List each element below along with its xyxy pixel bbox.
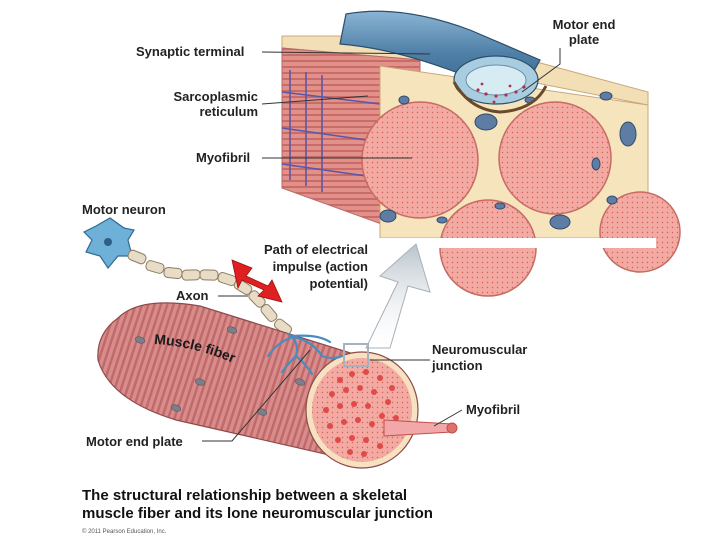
axon-terminal-branches (266, 332, 344, 376)
synaptic-terminal-shape (339, 10, 548, 114)
myofibril-top-label: Myofibril (196, 150, 251, 165)
myofibril-cross-section (361, 101, 479, 219)
copyright-notice: © 2011 Pearson Education, Inc. (82, 529, 167, 535)
axon-label: Axon (176, 288, 209, 303)
leader-lines (202, 48, 561, 442)
motor-neuron-label: Motor neuron (82, 202, 166, 217)
caption-line2: muscle fiber and its lone neuromuscular … (82, 505, 433, 522)
path-label-line2: impulse (action (272, 259, 368, 274)
path-label-line1: Path of electrical (263, 242, 368, 257)
caption-line1: The structural relationship between a sk… (82, 487, 408, 504)
neuromuscular-label-line2: junction (432, 358, 483, 373)
motor-end-plate-top-line2: plate (568, 32, 600, 47)
sarcoplasmic-label-line1: Sarcoplasmic (173, 89, 258, 104)
impulse-arrow (231, 259, 283, 303)
neuromuscular-label-line1: Neuromuscular (432, 342, 528, 357)
zoomed-section (276, 10, 681, 297)
mitochondria (379, 91, 637, 230)
synaptic-terminal-label: Synaptic terminal (136, 44, 245, 59)
sarcoplasmic-reticulum-lines (281, 70, 381, 192)
muscle-fiber-shape (97, 302, 458, 469)
junction-highlight-box (343, 343, 369, 367)
myofibril-cross-section (599, 191, 681, 273)
myofibril-cross-section (498, 101, 612, 215)
figure-caption: The structural relationship between a sk… (82, 487, 433, 523)
motor-end-plate-top-line1: Motor end (552, 17, 616, 32)
zoom-arrow (365, 243, 431, 349)
path-label-line3: potential) (309, 276, 369, 291)
sarcoplasmic-label-line2: reticulum (199, 104, 258, 119)
motor-end-plate-bottom-label: Motor end plate (86, 434, 183, 449)
myofibril-right-label: Myofibril (466, 402, 521, 417)
zoomed-bottom-fade (276, 238, 656, 248)
motor-neuron-shape (82, 217, 135, 270)
